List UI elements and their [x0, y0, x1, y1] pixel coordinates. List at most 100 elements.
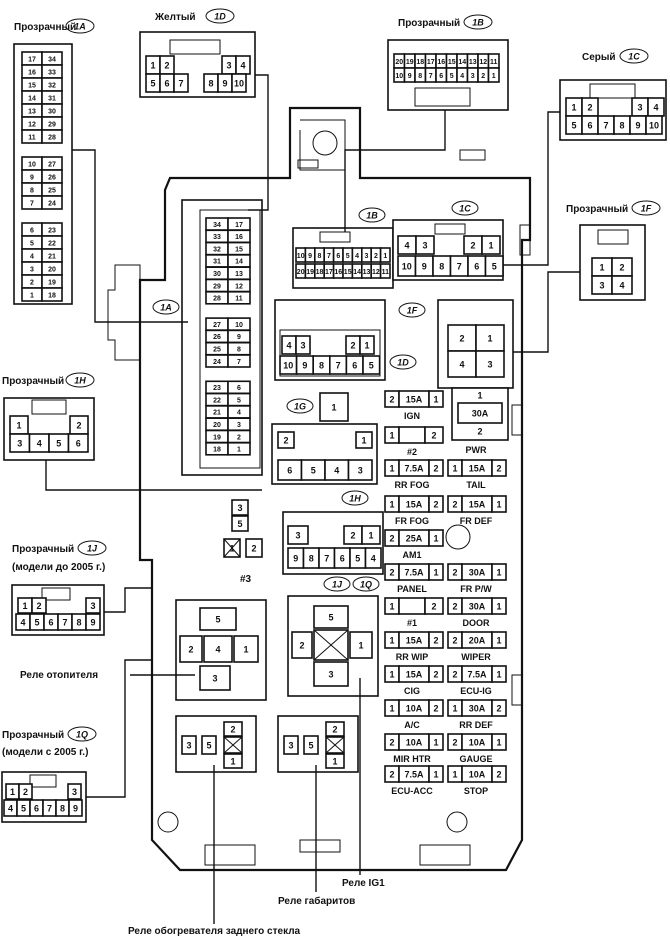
- c1b-pin-1-cell: [487, 67, 500, 83]
- c1q-pin-3-cell: [67, 783, 82, 800]
- c1a-pin-2: 2: [30, 279, 34, 286]
- fuse-10-right-name: GAUGE: [459, 754, 492, 764]
- fuse-6-r-pin-b: 1: [496, 601, 501, 611]
- fuse-7-l-pin-b: 2: [433, 635, 438, 645]
- rear-relay-pin-1-cell: [223, 753, 243, 769]
- fuse-9-r-pin-b-cell: [491, 699, 507, 717]
- blk1d-pin-5: 5: [369, 360, 374, 370]
- blk1a-pin-24: 24: [213, 359, 221, 366]
- fuse-9-l-pin-a: 1: [389, 703, 394, 713]
- c1a-pin-5: 5: [30, 240, 34, 247]
- c1b-pin-17: 17: [427, 59, 435, 66]
- blk1d-pin-7: 7: [336, 360, 341, 370]
- c1a-pin-11: 11: [28, 134, 36, 141]
- ig1-relay-pin-1: 1: [358, 640, 363, 650]
- fuse-0-l-pin-b-cell: [428, 390, 444, 408]
- c1a-pin-25: 25: [48, 187, 56, 194]
- c1b-pin-19: 19: [406, 59, 414, 66]
- connector-1H-tag: 1H: [74, 375, 86, 385]
- fuse-3-right-name: FR DEF: [460, 516, 493, 526]
- fuse-11-r-pin-b: 2: [496, 769, 501, 779]
- fuse-7-r-pin-b: 1: [496, 635, 501, 645]
- fuse-9-right-name: RR DEF: [459, 720, 493, 730]
- blk1a-pin-11-cell: [227, 290, 251, 305]
- blk1c-pin-1-cell: [481, 235, 501, 255]
- blk1a-pin-23: 23: [213, 385, 221, 392]
- blk1a-pin-11: 11: [235, 296, 243, 303]
- blk1b-pin-1-cell: [379, 247, 391, 263]
- c1h-pin-3: 3: [17, 438, 22, 448]
- c1a-pin-6: 6: [30, 227, 34, 234]
- fuse-7-l-pin-a: 1: [389, 635, 394, 645]
- connector-1Q-note: (модели с 2005 г.): [2, 747, 88, 758]
- heater-relay-pin-5: 5: [215, 614, 220, 624]
- blk1b-pin-2: 2: [374, 253, 378, 260]
- fuse-2-r-pin-b: 2: [496, 463, 501, 473]
- blk1a-pin-4: 4: [237, 410, 241, 417]
- blk1c-pin-9: 9: [422, 261, 427, 271]
- c1c-pin-10: 10: [649, 120, 659, 130]
- blk1a-pin-21: 21: [213, 410, 221, 417]
- c1h-pin-6-cell: [67, 433, 89, 453]
- c1j-pin-4: 4: [20, 617, 25, 627]
- c1a-pin-30: 30: [48, 108, 56, 115]
- fuse-11-l-pin-a: 2: [389, 769, 394, 779]
- blk1d-pin-1: 1: [364, 340, 369, 350]
- fuse-2-l-pin-b-cell: [428, 459, 444, 477]
- fuse-0-pwr-rating: 30A: [472, 408, 489, 418]
- c1c-pin-3: 3: [637, 102, 642, 112]
- fuse-6-l-pin-a: 1: [389, 601, 394, 611]
- fuse-11-r-pin-b-cell: [491, 765, 507, 783]
- blk1b-pin-6: 6: [336, 253, 340, 260]
- fuse-10-r-pin-b: 1: [496, 737, 501, 747]
- fuse-6-name: #1: [407, 618, 417, 628]
- ig1-relay-pin-3: 3: [328, 669, 333, 679]
- blk1a-pin-22: 22: [213, 397, 221, 404]
- blk1c-pin-3-cell: [415, 235, 435, 255]
- c1b-pin-9: 9: [408, 73, 412, 80]
- block-1Q-tag: 1Q: [360, 579, 372, 589]
- relay3-pin-3-cell: [231, 499, 249, 516]
- block-1G-tag: 1G: [294, 401, 306, 411]
- c1c-pin-9: 9: [635, 120, 640, 130]
- blk1a-pin-18: 18: [213, 447, 221, 454]
- blk1h-pin-4: 4: [371, 553, 376, 563]
- c1j-pin-3-cell: [85, 597, 101, 614]
- blk1b-pin-11-cell: [379, 263, 391, 279]
- fuse-2-r-pin-b-cell: [491, 459, 507, 477]
- c1a-pin-33: 33: [48, 69, 56, 76]
- c1b-pin-8: 8: [418, 73, 422, 80]
- c1b-pin-16: 16: [437, 59, 445, 66]
- relay3-pin-2-cell: [245, 538, 263, 558]
- blk1b-pin-9: 9: [308, 253, 312, 260]
- fuse-4-l-pin-b-cell: [428, 529, 444, 547]
- fuse-11-l-pin-b: 1: [433, 769, 438, 779]
- c1a-pin-3: 3: [30, 266, 34, 273]
- fuse-2-right-name: TAIL: [466, 480, 486, 490]
- blk1d-pin-3: 3: [300, 340, 305, 350]
- blk1a-pin-12: 12: [235, 283, 243, 290]
- blk1f-pin-4: 4: [459, 359, 464, 369]
- blk1g-pin-2-cell: [277, 431, 295, 449]
- blk1a-pin-16: 16: [235, 234, 243, 241]
- fuse-5-l-pin-b-cell: [428, 563, 444, 581]
- c1a-pin-18: 18: [48, 292, 56, 299]
- c1a-pin-10: 10: [28, 161, 36, 168]
- blk1d-pin-9: 9: [302, 360, 307, 370]
- fuse-8-r-pin-b-cell: [491, 665, 507, 683]
- blk1f-pin-1-cell: [475, 324, 505, 352]
- blk1h-pin-2: 2: [350, 530, 355, 540]
- fuse-6-r-rating: 30A: [469, 601, 486, 611]
- heater-relay-pin-5-cell: [199, 607, 237, 631]
- blk1a-pin-32: 32: [213, 246, 221, 253]
- fuse-9-name: A/C: [404, 720, 420, 730]
- c1a-pin-28-cell: [41, 129, 63, 144]
- c1h-pin-5: 5: [56, 438, 61, 448]
- tail-relay-pin-3: 3: [288, 740, 293, 750]
- fuse-7-r-pin-b-cell: [491, 631, 507, 649]
- block-1D-tag: 1D: [397, 357, 409, 367]
